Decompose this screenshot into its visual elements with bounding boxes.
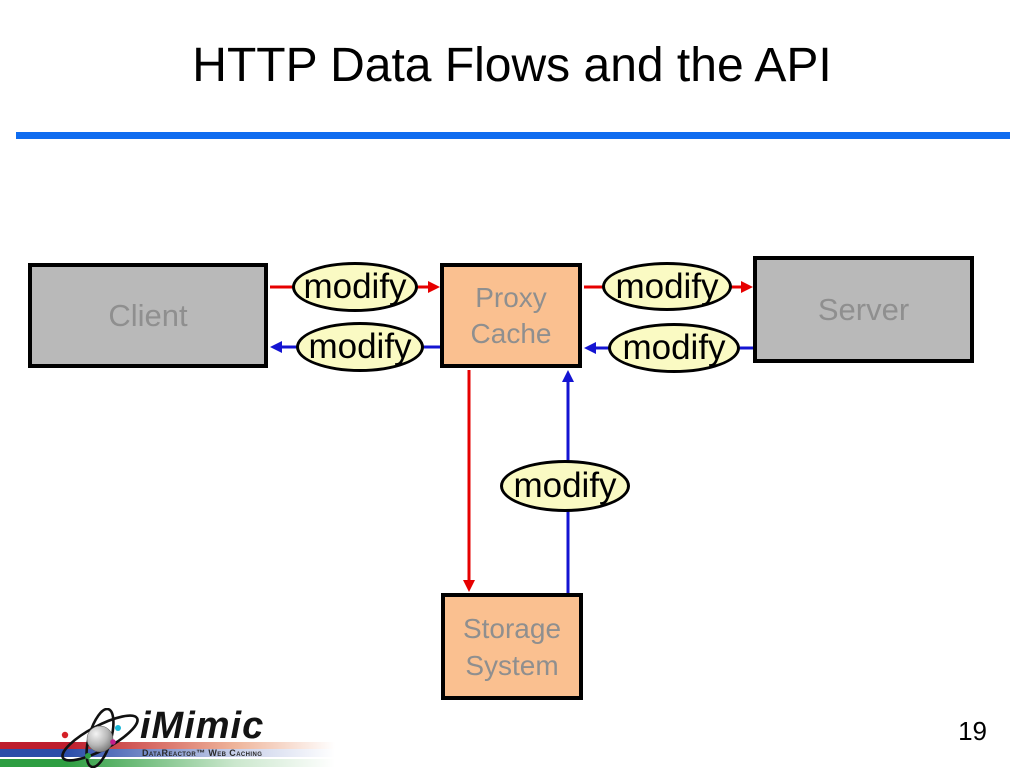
page-number: 19 xyxy=(958,716,987,746)
flow-label-client-to-proxy: modify xyxy=(292,262,418,312)
footer-stripe-blue xyxy=(0,749,335,757)
title-divider xyxy=(16,132,1010,139)
page-title: HTTP Data Flows and the API xyxy=(192,39,832,92)
footer-stripe-red xyxy=(0,742,335,749)
node-server-label: Server xyxy=(817,291,910,327)
node-proxy-cache: Proxy Cache xyxy=(440,263,582,368)
flow-label-proxy-to-server: modify xyxy=(602,262,732,311)
node-server: Server xyxy=(753,256,974,363)
node-client-label: Client xyxy=(108,297,188,333)
node-storage-system-label: Storage System xyxy=(462,612,562,681)
flow-label-server-to-proxy: modify xyxy=(608,323,740,373)
flow-label-text: modify xyxy=(615,266,719,306)
flow-label-storage-to-proxy: modify xyxy=(500,460,630,512)
node-proxy-cache-label: Proxy Cache xyxy=(470,281,552,349)
imimic-tagline: DataReactor™ Web Caching xyxy=(142,748,263,758)
imimic-brand-text: iMimic xyxy=(140,705,265,747)
footer-stripe-green xyxy=(0,759,335,767)
flow-label-proxy-to-client: modify xyxy=(296,322,424,372)
flow-label-text: modify xyxy=(513,466,617,505)
node-storage-system: Storage System xyxy=(441,593,583,700)
flow-label-text: modify xyxy=(622,328,726,367)
imimic-atom-logo-icon xyxy=(61,708,139,768)
flow-label-text: modify xyxy=(308,327,412,366)
flow-label-text: modify xyxy=(303,267,407,306)
node-client: Client xyxy=(28,263,268,368)
